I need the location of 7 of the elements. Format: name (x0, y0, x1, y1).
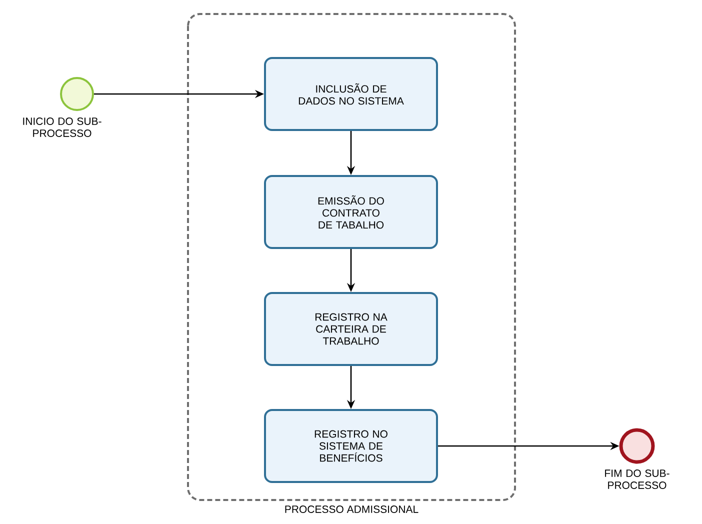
task-box: REGISTRO NO SISTEMA DE BENEFÍCIOS (264, 409, 438, 483)
event-label: FIM DO SUB-PROCESSO (605, 470, 670, 489)
task-box: INCLUSÃO DE DADOS NO SISTEMA (264, 57, 438, 131)
group-label: PROCESSO ADMISSIONAL (285, 506, 418, 513)
event-label: INICIO DO SUB-PROCESSO (23, 118, 102, 137)
task-box: REGISTRO NA CARTEIRA DE TRABALHO (264, 292, 438, 366)
task-box: EMISSÃO DO CONTRATO DE TABALHO (264, 175, 438, 249)
